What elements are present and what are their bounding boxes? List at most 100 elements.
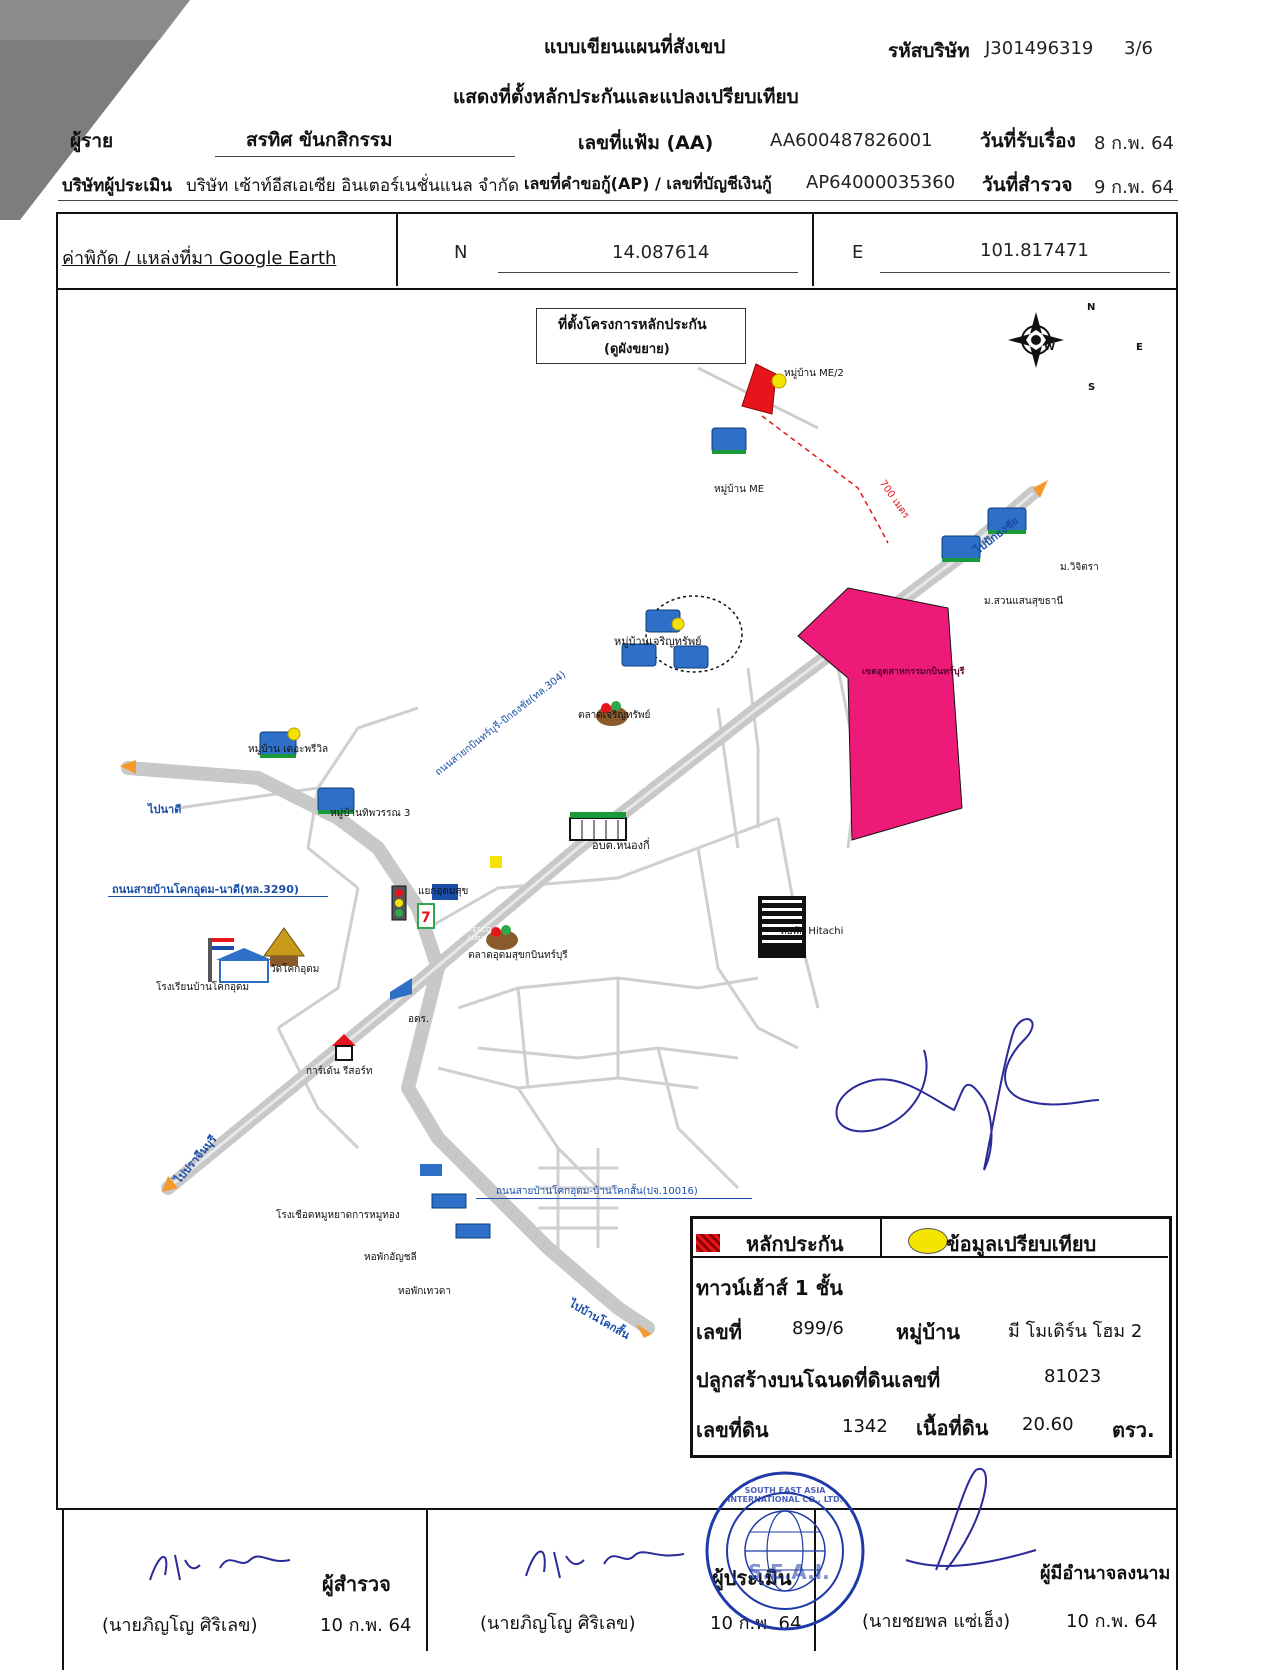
compass-e: E	[1136, 342, 1143, 353]
file-no-label: เลขที่แฟ้ม (AA)	[578, 132, 714, 154]
received-label: วันที่รับเรื่อง	[980, 130, 1076, 152]
hitachi-dorm-icon	[758, 896, 806, 958]
coords-n-value: 14.087614	[612, 242, 710, 263]
traffic-light	[391, 885, 407, 921]
market-icons	[486, 701, 628, 950]
label-junction: แยกอุดมสุข	[418, 886, 469, 897]
stamp-text: SOUTH EAST ASIA INTERNATIONAL CO., LTD.	[727, 1486, 843, 1504]
collateral-marker	[741, 363, 777, 415]
ors-icon	[390, 978, 412, 1000]
surveyor-name: (นายภิญโญ ศิริเลข)	[102, 1615, 258, 1636]
page-subtitle: แสดงที่ตั้งหลักประกันและแปลงเปรียบเทียบ	[453, 86, 799, 108]
industrial-zone	[797, 587, 963, 841]
label-thipwan: หมู่บ้านทิพวรรณ 3	[330, 808, 411, 819]
scan-corner-shadow	[0, 0, 190, 220]
legend-header-vline	[880, 1218, 882, 1256]
coords-e-label: E	[852, 242, 864, 263]
authorized-date: 10 ก.พ. 64	[1066, 1611, 1158, 1632]
label-talat-udom: ตลาดอุดมสุขกบินทร์บุรี	[468, 950, 568, 961]
distance-route	[761, 415, 889, 544]
coords-divider-2	[812, 214, 814, 286]
label-dorm1: หอพักอัญชลี	[364, 1252, 417, 1263]
label-talat-charoen: ตลาดเจริญทรัพย์	[578, 710, 651, 721]
compass-s: S	[1088, 382, 1096, 393]
company-code-label: รหัสบริษัท	[888, 40, 970, 62]
label-hitachi: หอพัก Hitachi	[780, 926, 844, 937]
legend-area-unit: ตรว.	[1112, 1418, 1155, 1442]
legend-comparison: ข้อมูลเปรียบเทียบ	[946, 1232, 1097, 1256]
legend-collateral: หลักประกัน	[746, 1232, 844, 1256]
label-to-nadi: ไปนาดี	[148, 803, 182, 816]
appraiser-signature	[525, 1550, 685, 1579]
surveyor-date: 10 ก.พ. 64	[320, 1615, 412, 1636]
authorized-signature	[905, 1467, 1037, 1571]
label-obt: อบต.หนองกี่	[592, 839, 650, 852]
road-3290-underline	[108, 896, 328, 897]
label-school: โรงเรียนบ้านโคกอุดม	[156, 982, 250, 993]
village-icons	[259, 427, 1027, 813]
sig-divider-2	[814, 1510, 816, 1651]
company-code: J301496319	[985, 38, 1094, 59]
client-name: สรทิศ ขันกสิกรรม	[246, 129, 393, 151]
obt-building	[569, 812, 627, 841]
stamp-abbr: S.E.A.I.	[748, 1560, 830, 1584]
callout-line2: (ดูผังขยาย)	[604, 342, 670, 357]
legend-area: 20.60	[1022, 1414, 1074, 1435]
sig-divider-1	[426, 1510, 428, 1651]
svg-text:7: 7	[421, 910, 431, 926]
legend-land-no: 1342	[842, 1416, 888, 1437]
coords-e-value: 101.817471	[980, 240, 1089, 261]
charoen-village-circle	[645, 595, 743, 673]
coords-n-label: N	[454, 242, 468, 263]
client-underline	[215, 156, 515, 157]
factory-icon	[420, 1164, 442, 1176]
tesco-icon	[432, 884, 458, 900]
label-tesco: TESCO Lotus	[468, 926, 492, 942]
file-no: AA600487826001	[770, 130, 933, 151]
callout-box	[536, 308, 746, 364]
authorized-name: (นายชยพล แซ่เฮ็ง)	[862, 1611, 1011, 1632]
garden-resort-icon	[332, 1034, 356, 1061]
dorm1-icon	[431, 1193, 467, 1209]
authorized-role: ผู้มีอำนาจลงนาม	[1040, 1563, 1171, 1584]
callout-line1: ที่ตั้งโครงการหลักประกัน	[558, 317, 707, 333]
compass-n: N	[1087, 302, 1096, 313]
minor-roads	[177, 366, 860, 1248]
comparison-swatch	[908, 1228, 948, 1254]
temple-icon	[263, 927, 305, 966]
seven-eleven-icon	[417, 903, 435, 929]
label-me: หมู่บ้าน ME	[714, 484, 765, 495]
page-title: แบบเขียนแผนที่สังเขป	[544, 36, 726, 58]
map-signature	[835, 1018, 1100, 1171]
page-number: 3/6	[1124, 38, 1153, 59]
label-me2: หมู่บ้าน ME/2	[784, 368, 844, 379]
client-label: ผู้ราย	[70, 130, 114, 152]
legend-area-label: เนื้อที่ดิน	[916, 1416, 989, 1440]
appraiser-label: บริษัทผู้ประเมิน	[62, 176, 172, 196]
surveyor-role: ผู้สำรวจ	[322, 1572, 391, 1596]
survey-date: 9 ก.พ. 64	[1094, 177, 1175, 198]
dorm2-icon	[455, 1223, 491, 1239]
coords-n-underline	[498, 272, 798, 273]
label-ors: อตร.	[408, 1014, 430, 1025]
appraiser-name: (นายภิญโญ ศิริเลข)	[480, 1613, 636, 1634]
coords-source-label: ค่าพิกัด / แหล่งที่มา Google Earth	[62, 248, 337, 269]
comparison-marker	[771, 373, 787, 389]
appraiser-name: บริษัท เซ้าท์อีสเอเซีย อินเตอร์เนชั่นแนล…	[186, 176, 520, 196]
label-vichitra: ม.วิจิตรา	[1060, 562, 1099, 573]
legend-land-no-label: เลขที่ดิน	[696, 1418, 769, 1442]
compass-icon	[1008, 312, 1064, 368]
label-industrial: เขตอุตสาหกรรมกบินทร์บุรี	[862, 667, 965, 677]
legend-deed: 81023	[1044, 1366, 1102, 1387]
info-underline	[58, 200, 1178, 201]
legend-header-divider	[692, 1256, 1168, 1258]
legend-village: มี โมเดิร์น โฮม 2	[1008, 1321, 1143, 1342]
label-suan-saen: ม.สวนแสนสุขธานี	[984, 596, 1064, 607]
coords-divider-1	[396, 214, 398, 286]
label-wat: วัดโคกอุดม	[270, 964, 320, 975]
surveyor-signature	[149, 1554, 291, 1581]
ap-no: AP64000035360	[806, 172, 956, 193]
label-road-10016: ถนนสายบ้านโคกอุดม-บ้านโคกสั้น(ปจ.10016)	[496, 1186, 698, 1197]
legend-deed-label: ปลูกสร้างบนโฉนดที่ดินเลขที่	[696, 1368, 941, 1392]
label-dorm2: หอพักเทวดา	[398, 1286, 451, 1297]
